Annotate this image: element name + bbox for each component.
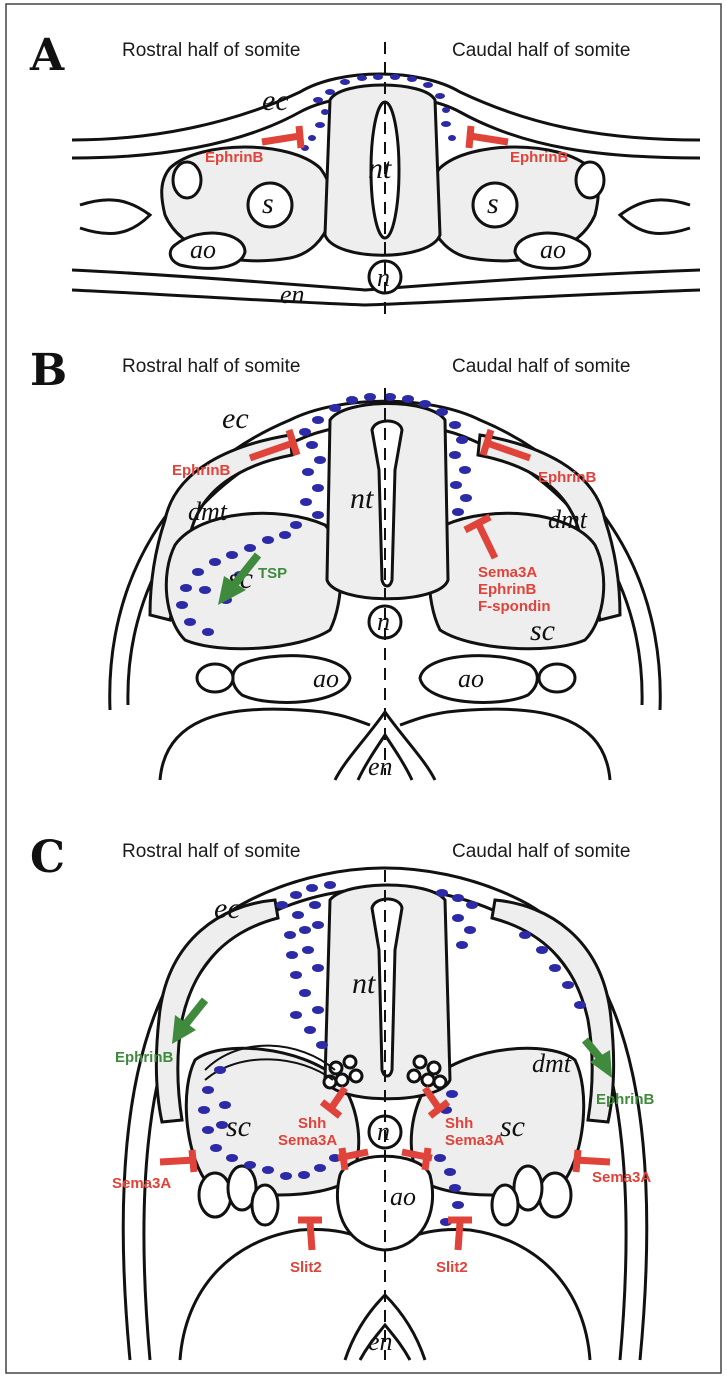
slit-inhibit-right-c bbox=[458, 1222, 460, 1250]
label-s-left-a: s bbox=[262, 187, 274, 220]
signal-sema-right-c: Sema3A bbox=[445, 1132, 504, 1149]
sema-bar-left-c bbox=[192, 1150, 194, 1172]
label-ao-right-b: ao bbox=[458, 664, 484, 693]
signal-ephrinb-right-b: EphrinB bbox=[538, 469, 596, 486]
signal-sema-left-c: Sema3A bbox=[278, 1132, 337, 1149]
duct-right-b bbox=[539, 664, 575, 692]
signal-repulsive-2-b: EphrinB bbox=[478, 581, 536, 598]
panel-c-caudal-label: Caudal half of somite bbox=[452, 841, 631, 862]
signal-sema3a-right-c: Sema3A bbox=[592, 1169, 651, 1186]
ephrinb-bar-left-a bbox=[299, 126, 301, 148]
signal-sema3a-left-c: Sema3A bbox=[112, 1175, 171, 1192]
label-n-b: n bbox=[377, 607, 390, 636]
label-n-a: n bbox=[377, 263, 390, 292]
wolffian-duct-left bbox=[173, 162, 201, 198]
label-nt-a: nt bbox=[368, 152, 392, 185]
label-nt-c: nt bbox=[352, 967, 376, 1000]
wolffian-duct-right bbox=[576, 162, 604, 198]
signal-ephrinb-left-b: EphrinB bbox=[172, 462, 230, 479]
label-sc-left-c: sc bbox=[226, 1110, 251, 1143]
sema-inner-bar-right-c bbox=[425, 1148, 428, 1170]
signal-ephrinb-right-c: EphrinB bbox=[596, 1091, 654, 1108]
label-s-right-a: s bbox=[487, 187, 499, 220]
label-dmt-c: dmt bbox=[532, 1049, 572, 1078]
label-ec-a: ec bbox=[262, 84, 289, 117]
duct-left-b bbox=[197, 664, 233, 692]
panel-c-letter: C bbox=[30, 832, 65, 883]
panel-c-rostral-label: Rostral half of somite bbox=[122, 841, 300, 862]
signal-shh-right-c: Shh bbox=[445, 1115, 473, 1132]
signal-ephrinb-left-a: EphrinB bbox=[205, 149, 263, 166]
label-ec-c: ec bbox=[214, 892, 241, 925]
signal-repulsive-3-b: F-spondin bbox=[478, 598, 550, 615]
signal-slit-right-c: Slit2 bbox=[436, 1259, 468, 1276]
panel-b-letter: B bbox=[30, 345, 67, 396]
label-dmt-left-b: dmt bbox=[188, 497, 228, 526]
panel-a-caudal-label: Caudal half of somite bbox=[452, 40, 631, 61]
label-ao-left-a: ao bbox=[190, 235, 216, 264]
label-ao-right-a: ao bbox=[540, 235, 566, 264]
label-en-a: en bbox=[280, 280, 305, 309]
label-nt-b: nt bbox=[350, 482, 374, 515]
label-en-b: en bbox=[368, 752, 393, 781]
signal-ephrinb-right-a: EphrinB bbox=[510, 149, 568, 166]
panel-b-caudal-label: Caudal half of somite bbox=[452, 356, 631, 377]
sclerotome-left-b bbox=[166, 513, 340, 648]
label-ec-b: ec bbox=[222, 402, 249, 435]
signal-tsp-b: TSP bbox=[258, 565, 287, 582]
signal-repulsive-1-b: Sema3A bbox=[478, 564, 537, 581]
slit-inhibit-left-c bbox=[310, 1222, 312, 1250]
signal-shh-left-c: Shh bbox=[298, 1115, 326, 1132]
label-dmt-right-b: dmt bbox=[548, 505, 588, 534]
label-en-c: en bbox=[368, 1327, 393, 1356]
panel-b-rostral-label: Rostral half of somite bbox=[122, 356, 300, 377]
panel-a-rostral-label: Rostral half of somite bbox=[122, 40, 300, 61]
label-ao-c: ao bbox=[390, 1182, 416, 1211]
panel-a-letter: A bbox=[29, 30, 65, 81]
signal-slit-left-c: Slit2 bbox=[290, 1259, 322, 1276]
label-n-c: n bbox=[377, 1117, 390, 1146]
ephrinb-bar-right-a bbox=[469, 126, 471, 148]
label-sc-right-b: sc bbox=[530, 614, 555, 647]
sema-bar-right-c bbox=[576, 1150, 578, 1172]
label-ao-left-b: ao bbox=[313, 664, 339, 693]
signal-ephrinb-left-c: EphrinB bbox=[115, 1049, 173, 1066]
sema-inner-bar-left-c bbox=[342, 1148, 345, 1170]
